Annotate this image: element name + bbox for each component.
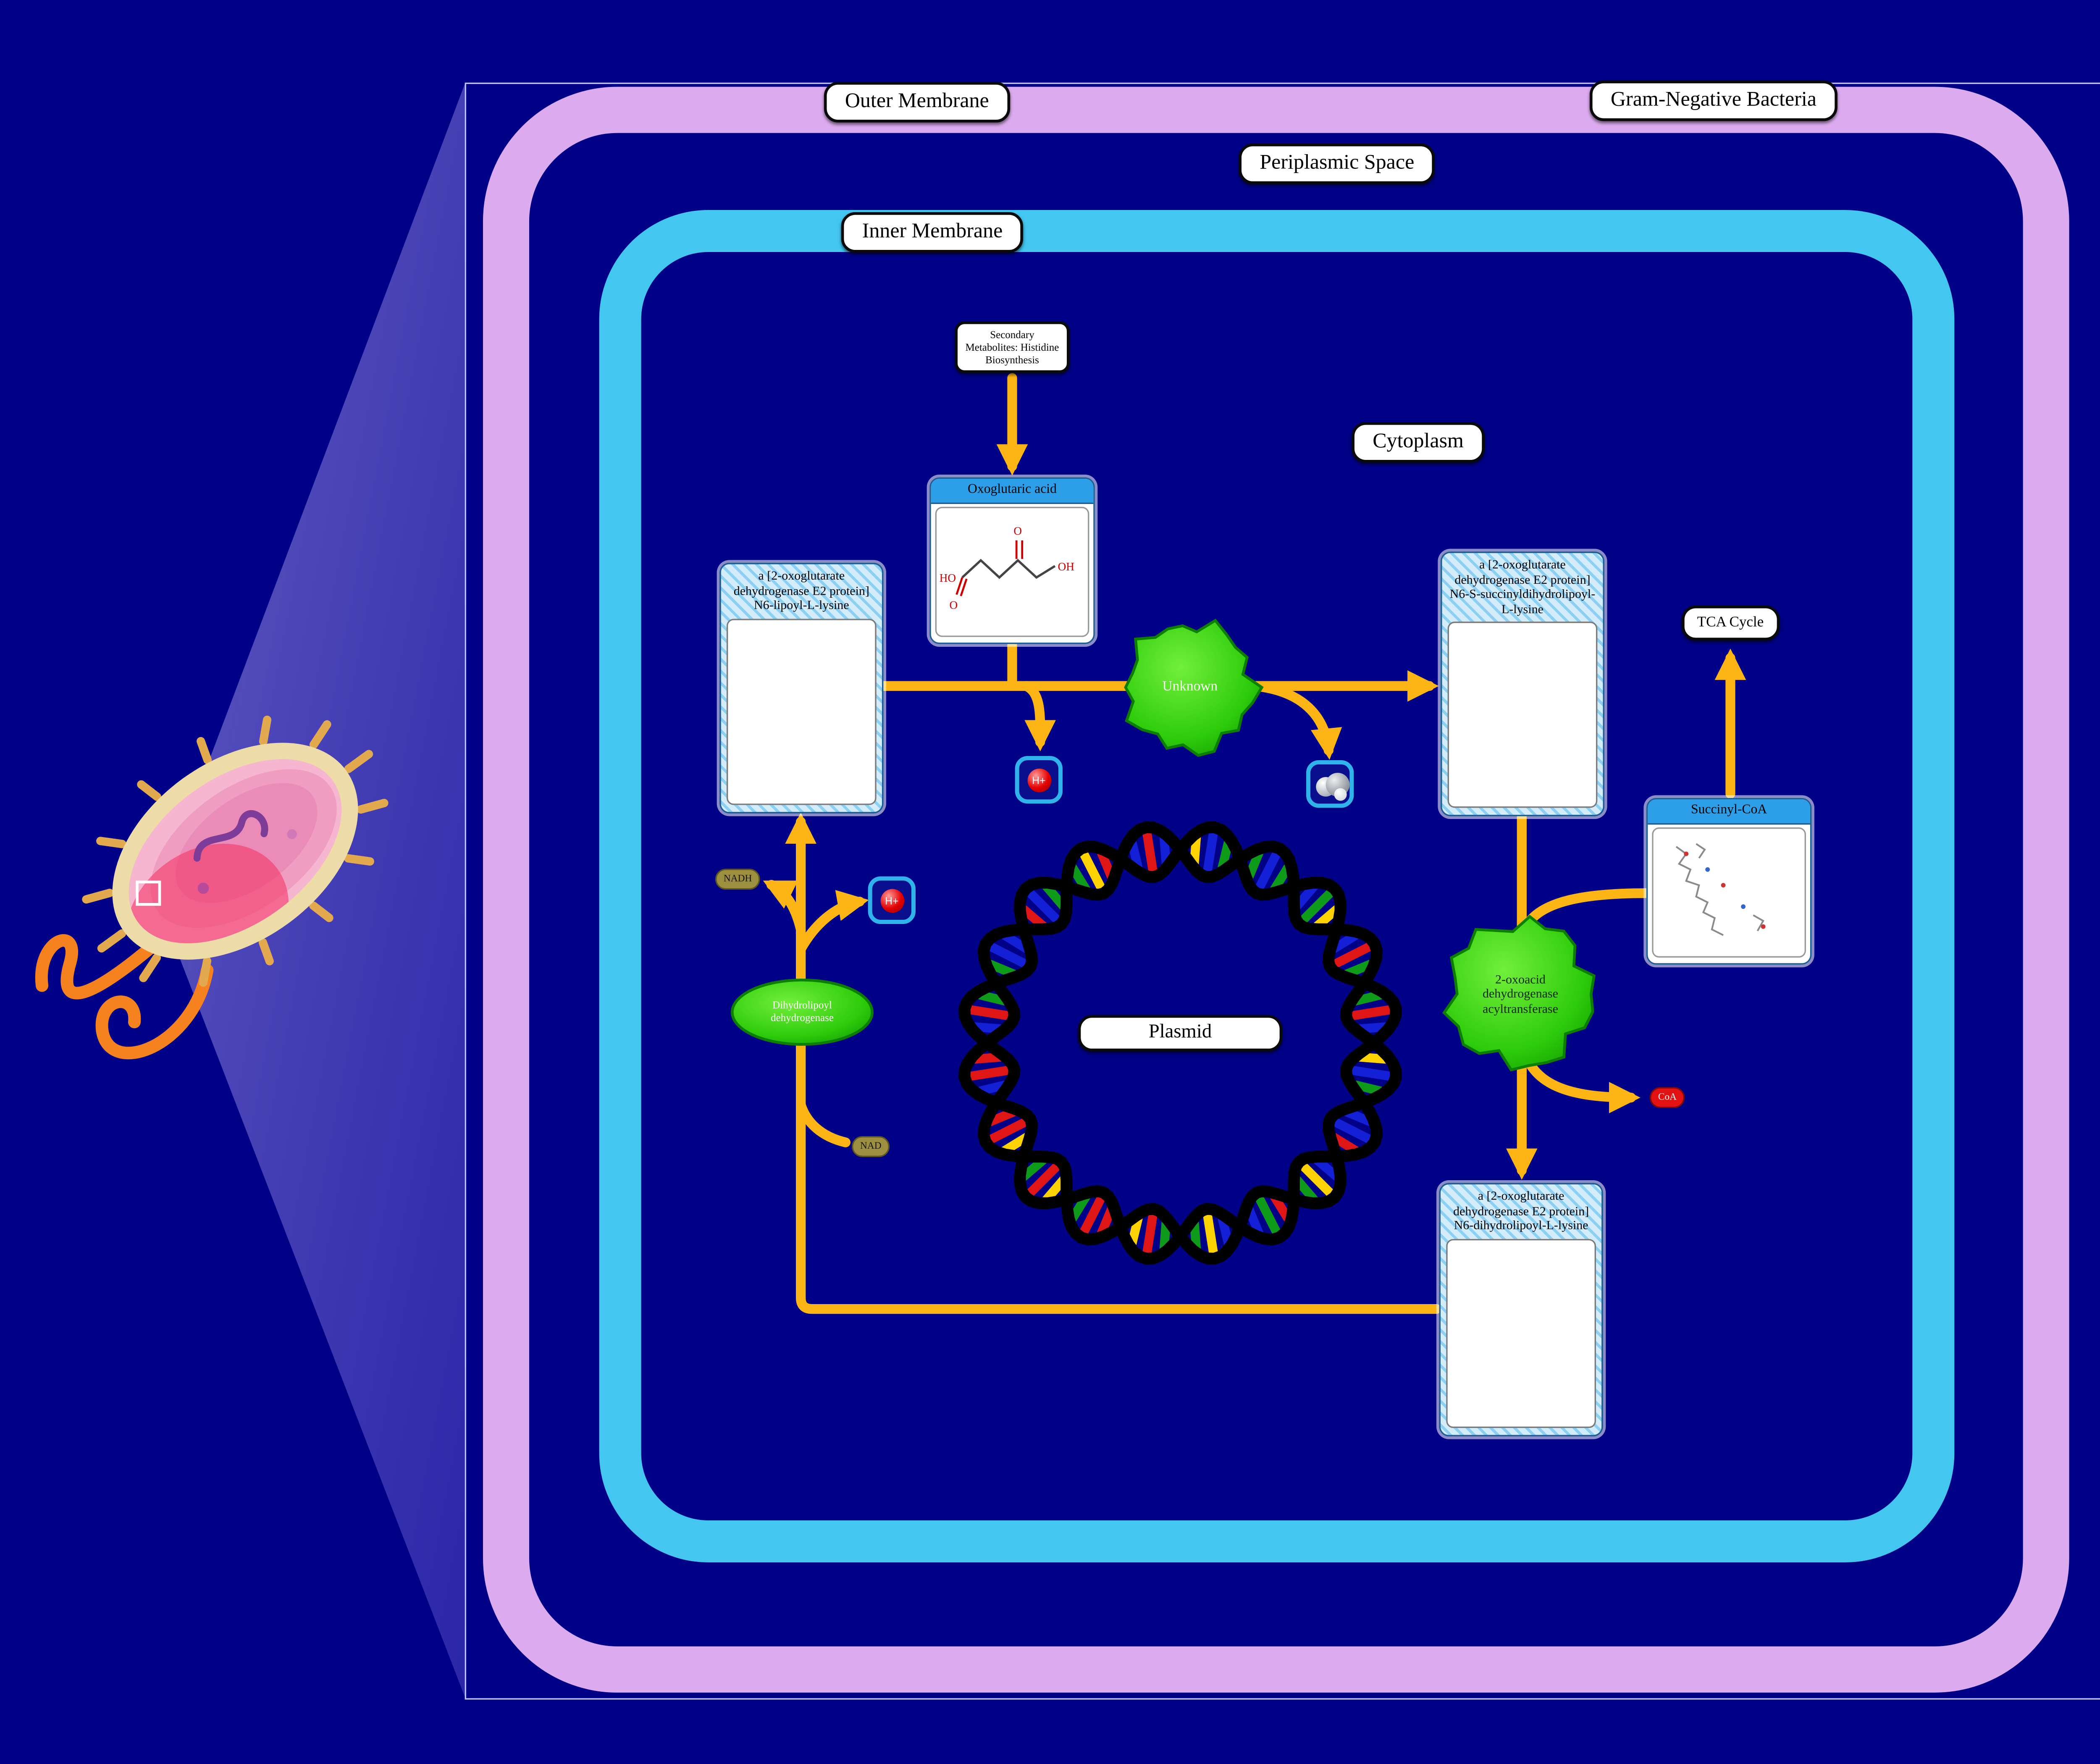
proton-icon[interactable]: H+ — [868, 876, 916, 924]
oxoglutaric-structure-icon: HO O O OH — [940, 525, 1074, 612]
zoom-target-outline — [465, 82, 2100, 1700]
inner-membrane-band — [599, 210, 1955, 1562]
label-plasmid: Plasmid — [1078, 1015, 1283, 1052]
pili-icons — [82, 715, 388, 987]
coa-chip[interactable]: CoA — [1649, 1087, 1685, 1108]
nucleoid-icon — [193, 810, 268, 862]
flagellum-icon — [95, 963, 214, 1060]
structure-panel — [1447, 622, 1598, 808]
structure-panel — [726, 618, 877, 805]
zoom-source-box — [136, 880, 161, 906]
succinyl-coa-structure-icon — [1675, 843, 1766, 937]
label-periplasmic-space: Periplasmic Space — [1239, 143, 1436, 184]
nadh-chip[interactable]: NADH — [715, 869, 761, 890]
svg-text:O: O — [950, 599, 958, 612]
structure-panel — [1446, 1239, 1596, 1428]
structure-panel — [1652, 827, 1806, 958]
nad-chip[interactable]: NAD — [852, 1136, 890, 1157]
label-inner-membrane: Inner Membrane — [841, 212, 1024, 253]
compound-e2-succinyldihydrolipoyl-lysine[interactable]: a [2-oxoglutarate dehydrogenase E2 prote… — [1440, 551, 1604, 816]
svg-text:OH: OH — [1058, 561, 1074, 573]
svg-text:O: O — [1013, 525, 1022, 538]
compound-succinyl-coa[interactable]: Succinyl-CoA — [1646, 798, 1812, 965]
proton-label: H+ — [879, 888, 904, 912]
reaction-arrows — [763, 373, 1746, 1314]
compound-title: Oxoglutaric acid — [931, 478, 1094, 504]
compound-e2-dihydrolipoyl-lysine[interactable]: a [2-oxoglutarate dehydrogenase E2 prote… — [1439, 1183, 1603, 1436]
enzyme-unknown-blob[interactable] — [1124, 618, 1264, 757]
proton-label: H+ — [1026, 768, 1051, 792]
enzyme-dihydrolipoyl-dehydrogenase-ellipse[interactable] — [730, 978, 874, 1046]
label-cytoplasm: Cytoplasm — [1352, 422, 1485, 463]
compound-title: a [2-oxoglutarate dehydrogenase E2 prote… — [733, 568, 869, 612]
secondary-metabolites-link[interactable]: Secondary Metabolites: Histidine Biosynt… — [955, 321, 1070, 373]
label-gram-negative-bacteria: Gram-Negative Bacteria — [1589, 80, 1838, 121]
compound-e2-lipoyl-lysine[interactable]: a [2-oxoglutarate dehydrogenase E2 prote… — [719, 562, 884, 814]
svg-text:HO: HO — [940, 572, 956, 585]
enzyme-acyltransferase-label[interactable]: 2-oxoacid dehydrogenase acyltransferase — [1482, 972, 1558, 1016]
plasmid-dna-icon — [958, 821, 1402, 1265]
compound-oxoglutaric-acid[interactable]: Oxoglutaric acid HO O O OH — [929, 477, 1095, 644]
tca-cycle-link[interactable]: TCA Cycle — [1682, 605, 1779, 640]
enzyme-unknown-label[interactable]: Unknown — [1162, 679, 1218, 695]
oxygen-sphere-icon — [1334, 788, 1347, 801]
proton-icon[interactable]: H+ — [1015, 756, 1063, 804]
structure-panel: HO O O OH — [935, 507, 1089, 637]
enzyme-dihydrolipoyl-dehydrogenase-label[interactable]: Dihydrolipoyl dehydrogenase — [770, 998, 834, 1024]
flagellum-icon — [35, 929, 172, 1000]
enzyme-acyltransferase-blob[interactable] — [1442, 914, 1596, 1072]
compound-title: Succinyl-CoA — [1648, 799, 1810, 825]
compound-title: a [2-oxoglutarate dehydrogenase E2 prote… — [1449, 557, 1596, 616]
compound-title: a [2-oxoglutarate dehydrogenase E2 prote… — [1453, 1188, 1589, 1233]
label-outer-membrane: Outer Membrane — [824, 81, 1010, 123]
co2-icon[interactable] — [1306, 760, 1354, 808]
